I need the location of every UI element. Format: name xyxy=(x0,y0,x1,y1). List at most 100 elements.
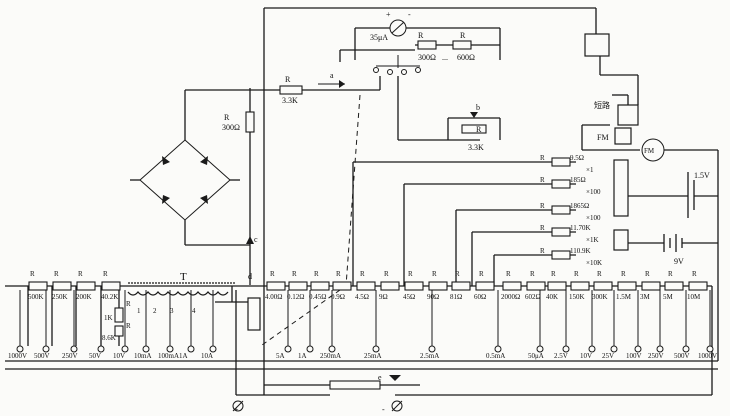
fm-switch-box xyxy=(614,127,632,145)
resistor-r37 xyxy=(461,124,487,134)
tap-3: 3 xyxy=(170,307,174,315)
range-label: 10A xyxy=(201,352,213,360)
shunt-resistor xyxy=(451,281,471,291)
range-terminal[interactable] xyxy=(656,345,664,353)
transformer-label: T xyxy=(180,271,187,283)
bottom-circuit xyxy=(232,286,713,412)
r36-value: 3.3K xyxy=(282,96,298,105)
shunt-resistor-name: R xyxy=(292,270,297,278)
range-label: 25V xyxy=(602,352,614,360)
meter-terminal-box xyxy=(584,33,610,57)
range-terminal[interactable] xyxy=(97,345,105,353)
left-resistor xyxy=(52,281,72,291)
shunt-resistor xyxy=(266,281,286,291)
range-label: 100V xyxy=(626,352,642,360)
tap-1: 1 xyxy=(137,307,141,315)
range-terminal[interactable] xyxy=(634,345,642,353)
r2-label: R xyxy=(460,31,466,40)
range-terminal[interactable] xyxy=(306,345,314,353)
shunt-resistor-value: 300K xyxy=(592,293,608,301)
range-label: 250V xyxy=(62,352,78,360)
left-resistor xyxy=(28,281,48,291)
resistor-r34 xyxy=(245,111,255,133)
left-resistor-value: 40.2K xyxy=(101,293,118,301)
shunt-resistor-name: R xyxy=(408,270,413,278)
r36-label: R xyxy=(285,75,291,84)
range-terminal[interactable] xyxy=(562,345,570,353)
range-terminal[interactable] xyxy=(682,345,690,353)
shunt-resistor-value: 150K xyxy=(569,293,585,301)
range-terminal[interactable] xyxy=(121,345,129,353)
range-terminal[interactable] xyxy=(284,345,292,353)
ohm-r-5: R xyxy=(540,247,545,255)
shunt-resistor-value: 60Ω xyxy=(474,293,486,301)
ohm-x-1: ×1 xyxy=(586,166,594,174)
shunt-resistor-name: R xyxy=(551,270,556,278)
r1-value: 300Ω xyxy=(418,53,436,62)
range-terminal[interactable] xyxy=(610,345,618,353)
range-terminal[interactable] xyxy=(428,345,436,353)
resistor-e xyxy=(329,380,381,390)
range-terminal[interactable] xyxy=(187,345,195,353)
tap-2: 2 xyxy=(153,307,157,315)
ohm-switch-bottom xyxy=(613,229,629,251)
resistor-chain: R500KR250KR200KR40.2KR4.00ΩR0.12ΩR0.45ΩR… xyxy=(27,270,708,346)
adj-v-2: 8.6K xyxy=(102,334,116,342)
resistor-600 xyxy=(452,40,472,50)
range-terminal[interactable] xyxy=(16,345,24,353)
range-terminal[interactable] xyxy=(70,345,78,353)
range-label: 1A xyxy=(179,352,188,360)
range-terminal[interactable] xyxy=(209,345,217,353)
shunt-resistor-value: 90Ω xyxy=(427,293,439,301)
r34-value: 300Ω xyxy=(222,123,240,132)
shunt-resistor xyxy=(502,281,522,291)
battery-bottom-label: 9V xyxy=(674,257,684,266)
ohm-switch-top xyxy=(613,159,629,217)
shunt-resistor-name: R xyxy=(314,270,319,278)
range-terminal[interactable] xyxy=(142,345,150,353)
range-terminal[interactable] xyxy=(328,345,336,353)
range-terminal[interactable] xyxy=(42,345,50,353)
left-resistor-name: R xyxy=(78,270,83,278)
shunt-resistor-name: R xyxy=(432,270,437,278)
range-terminal[interactable] xyxy=(706,345,714,353)
r37-value: 3.3K xyxy=(468,143,484,152)
terminal-minus-label: - xyxy=(382,405,385,414)
range-terminal[interactable] xyxy=(494,345,502,353)
shunt-resistor-value: 81Ω xyxy=(450,293,462,301)
shunt-resistor-name: R xyxy=(574,270,579,278)
ohm-x-3: ×100 xyxy=(586,214,601,222)
range-label: 500V xyxy=(34,352,50,360)
r1-label: R xyxy=(418,31,424,40)
range-label: 10V xyxy=(580,352,592,360)
range-terminal[interactable] xyxy=(372,345,380,353)
ohm-r-4: R xyxy=(540,224,545,232)
resistor-r36-group xyxy=(184,80,380,140)
range-label: 0.5mA xyxy=(486,352,505,360)
range-label: 50μA xyxy=(528,352,544,360)
shunt-resistor xyxy=(688,281,708,291)
shunt-resistor-value: 40K xyxy=(546,293,558,301)
shunt-resistor-name: R xyxy=(597,270,602,278)
shunt-resistor-value: 0.12Ω xyxy=(287,293,304,301)
range-label: 1000V xyxy=(8,352,27,360)
range-label: 10V xyxy=(113,352,125,360)
ohm-r-3: R xyxy=(540,202,545,210)
shunt-resistor xyxy=(641,281,661,291)
fm-label: FM xyxy=(597,133,609,142)
left-resistor-value: 250K xyxy=(52,293,68,301)
range-terminal[interactable] xyxy=(588,345,596,353)
shunt-resistor xyxy=(380,281,400,291)
meter-movement xyxy=(263,7,719,395)
range-label: 1000V xyxy=(698,352,717,360)
battery-top-label: 1.5V xyxy=(694,171,710,180)
transformer-section xyxy=(114,282,261,395)
range-terminal[interactable] xyxy=(166,345,174,353)
range-terminal[interactable] xyxy=(536,345,544,353)
shunt-resistor-value: 2000Ω xyxy=(501,293,520,301)
shunt-resistor xyxy=(570,281,590,291)
shunt-resistor-value: 10M xyxy=(687,293,701,301)
range-label: 10mA xyxy=(134,352,152,360)
shunt-resistor-value: 602Ω xyxy=(525,293,541,301)
